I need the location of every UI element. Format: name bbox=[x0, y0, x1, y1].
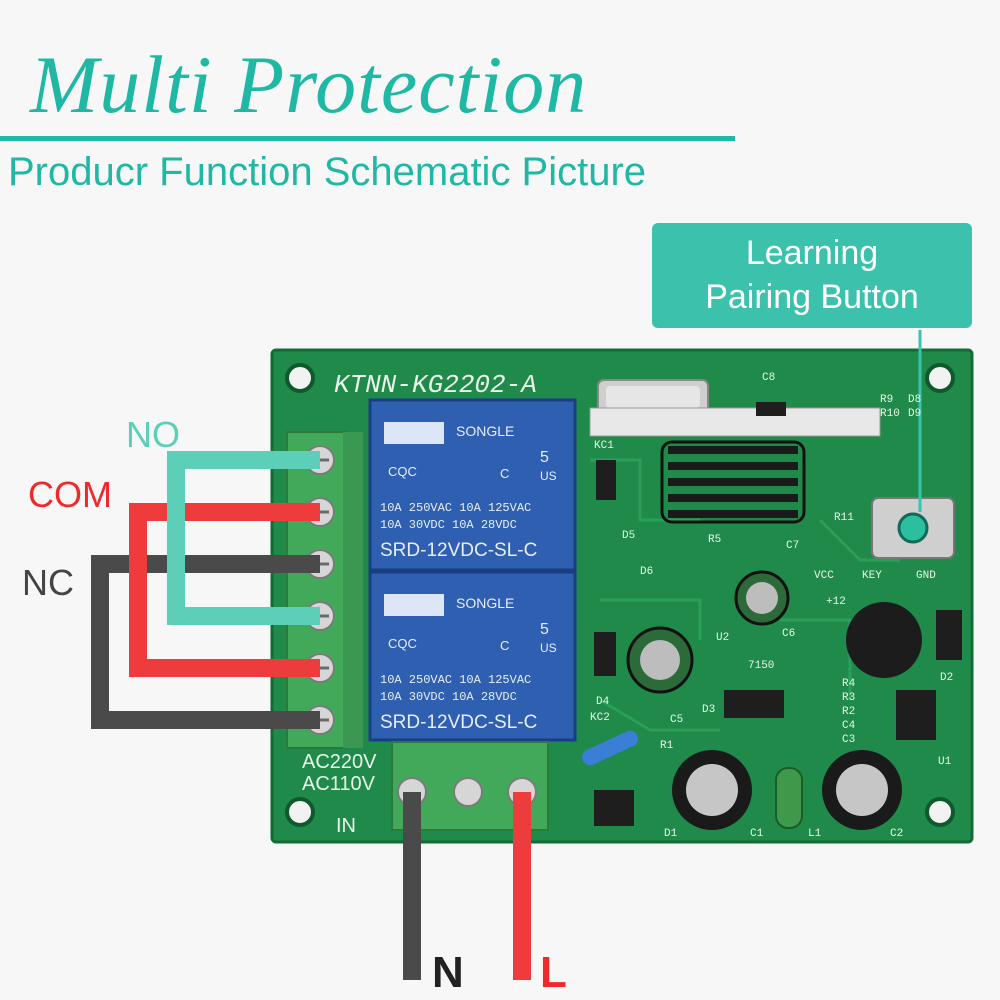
inductor-l1 bbox=[775, 767, 803, 829]
silk-r2: R2 bbox=[842, 706, 855, 718]
silk-d6: D6 bbox=[640, 566, 653, 578]
silk-r11: R11 bbox=[834, 512, 854, 524]
silk-c1: C1 bbox=[750, 828, 764, 840]
relay-1: SONGLE CQC C 5 US 10A 250VAC 10A 125VAC … bbox=[368, 398, 577, 572]
silk-l1: L1 bbox=[808, 828, 822, 840]
title-underline bbox=[0, 136, 735, 141]
relay-2-rating-2: 10A 30VDC 10A 28VDC bbox=[380, 690, 517, 704]
mounting-holes bbox=[285, 363, 955, 827]
vcc-label: VCC bbox=[814, 570, 834, 582]
silk-d9: D9 bbox=[908, 408, 921, 420]
plus12-label: +12 bbox=[826, 596, 846, 608]
relay-1-us: US bbox=[540, 469, 557, 483]
silk-u1: U1 bbox=[938, 756, 952, 768]
silk-d4: D4 bbox=[596, 696, 610, 708]
silk-d1: D1 bbox=[664, 828, 678, 840]
silk-r9: R9 bbox=[880, 394, 893, 406]
callout-line-1: Learning bbox=[745, 234, 879, 272]
relay-2-brand: SONGLE bbox=[456, 595, 514, 611]
silk-r3: R3 bbox=[842, 692, 855, 704]
learning-pairing-callout: Learning Pairing Button bbox=[652, 223, 972, 328]
silk-c2: C2 bbox=[890, 828, 903, 840]
relay-1-model: SRD-12VDC-SL-C bbox=[380, 540, 537, 561]
silk-c8: C8 bbox=[762, 372, 775, 384]
gnd-label: GND bbox=[916, 570, 936, 582]
key-label: KEY bbox=[862, 570, 882, 582]
ac220-label: AC220V bbox=[302, 751, 377, 773]
relay-1-brand: SONGLE bbox=[456, 423, 514, 439]
relay-1-c: C bbox=[500, 466, 509, 481]
silk-r4: R4 bbox=[842, 678, 856, 690]
relay-1-cqc: CQC bbox=[388, 464, 417, 479]
rf-module bbox=[589, 407, 881, 437]
relay-2-cqc: CQC bbox=[388, 636, 417, 651]
silk-c6: C6 bbox=[782, 628, 795, 640]
label-nc: NC bbox=[22, 562, 74, 603]
wire-no bbox=[167, 451, 320, 625]
silk-d8: D8 bbox=[908, 394, 921, 406]
blue-resistor bbox=[582, 730, 638, 766]
smd-chips bbox=[594, 402, 962, 826]
output-terminal-block bbox=[286, 431, 363, 749]
silk-c4: C4 bbox=[842, 720, 856, 732]
relay-2: SONGLE CQC C 5 US 10A 250VAC 10A 125VAC … bbox=[368, 570, 577, 742]
relay-2-model: SRD-12VDC-SL-C bbox=[380, 712, 537, 733]
silk-d5: D5 bbox=[622, 530, 635, 542]
silk-r10: R10 bbox=[880, 408, 900, 420]
silk-d3: D3 bbox=[702, 704, 715, 716]
silk-kc1: KC1 bbox=[594, 440, 614, 452]
silk-r1: R1 bbox=[660, 740, 674, 752]
silk-u2: U2 bbox=[716, 632, 729, 644]
silk-d2: D2 bbox=[940, 672, 953, 684]
learning-button-component bbox=[871, 497, 955, 559]
label-com: COM bbox=[28, 474, 112, 515]
label-l: L bbox=[540, 948, 567, 997]
wire-nc bbox=[91, 555, 320, 729]
wire-com bbox=[129, 503, 320, 677]
silk-kc2: KC2 bbox=[590, 712, 610, 724]
relay-2-rating-1: 10A 250VAC 10A 125VAC bbox=[380, 673, 531, 687]
callout-line-2: Pairing Button bbox=[705, 278, 919, 316]
relay-1-5: 5 bbox=[540, 449, 549, 466]
label-no: NO bbox=[126, 414, 180, 455]
relay-2-us: US bbox=[540, 641, 557, 655]
ac110-label: AC110V bbox=[302, 773, 376, 795]
capacitors bbox=[626, 570, 902, 830]
silk-c3: C3 bbox=[842, 734, 855, 746]
relay-1-rating-1: 10A 250VAC 10A 125VAC bbox=[380, 501, 531, 515]
antenna-coil bbox=[668, 446, 798, 518]
page-title: Multi Protection bbox=[30, 39, 588, 130]
silk-c7: C7 bbox=[786, 540, 799, 552]
label-n: N bbox=[432, 948, 464, 997]
relay-2-c: C bbox=[500, 638, 509, 653]
relay-2-5: 5 bbox=[540, 621, 549, 638]
relay-1-rating-2: 10A 30VDC 10A 28VDC bbox=[380, 518, 517, 532]
silk-r5: R5 bbox=[708, 534, 721, 546]
in-label: IN bbox=[336, 815, 356, 837]
board-model-text: KTNN-KG2202-A bbox=[334, 370, 537, 400]
silk-c5: C5 bbox=[670, 714, 683, 726]
power-inductor bbox=[846, 602, 922, 678]
silk-7150: 7150 bbox=[748, 660, 774, 672]
page-subtitle: Producr Function Schematic Picture bbox=[8, 150, 647, 194]
